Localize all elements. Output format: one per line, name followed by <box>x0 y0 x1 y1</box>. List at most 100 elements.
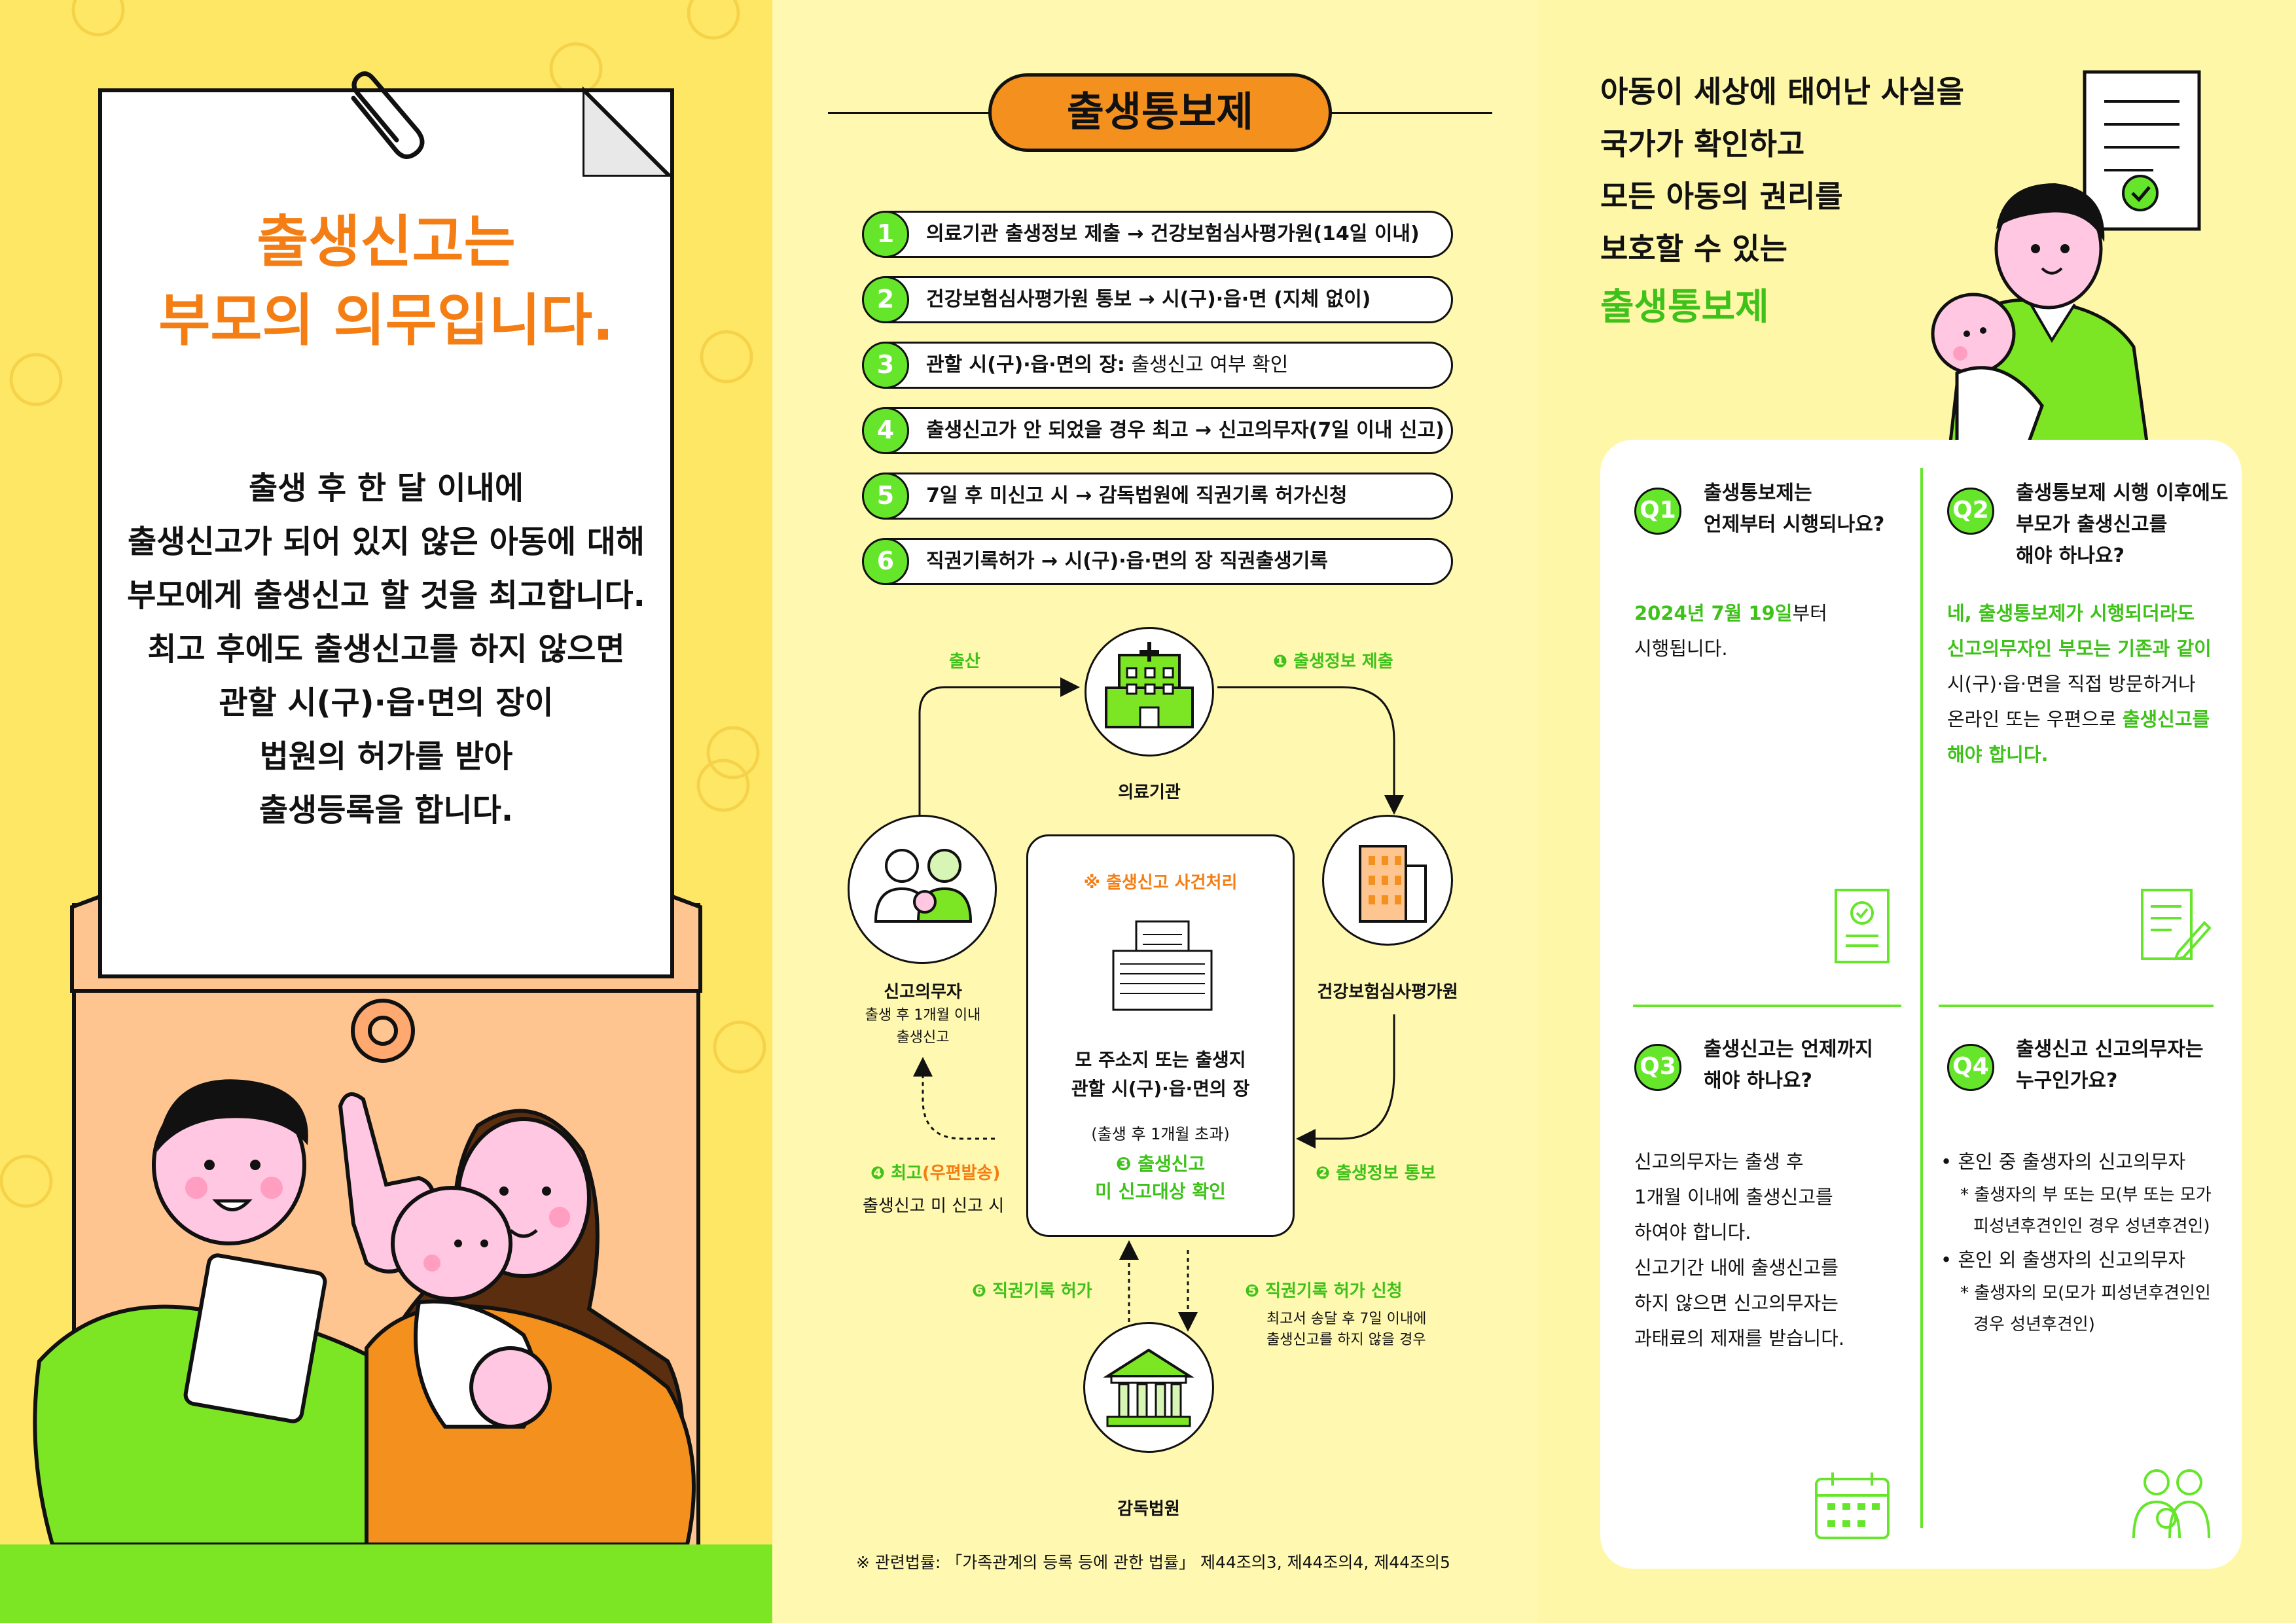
center-step-line: ❸ 출생신고 <box>1115 1153 1206 1175</box>
q4-bullet-sub: 경우 성년후견인) <box>1973 1315 2095 1334</box>
document-sign-icon <box>2141 889 2211 961</box>
left-body-line: 출생신고가 되어 있지 않은 아동에 대해 <box>127 524 645 560</box>
q3-badge: Q3 <box>1634 1044 1681 1091</box>
flow-label-5-sub-line: 최고서 송달 후 7일 이내에 <box>1266 1311 1427 1327</box>
flow-label-2: ❷ 출생정보 통보 <box>1316 1164 1436 1183</box>
q4-question: 출생신고 신고의무자는 누구인가요? <box>2016 1034 2203 1097</box>
family-icon <box>874 849 973 923</box>
step-text-bold: 관할 시(구)·읍·면의 장: <box>926 353 1125 376</box>
paper-fold-corner <box>583 86 673 177</box>
center-authority: 모 주소지 또는 출생지 관할 시(구)·읍·면의 장 <box>1028 1046 1293 1103</box>
q2-question: 출생통보제 시행 이후에도 부모가 출생신고를 해야 하나요? <box>2016 478 2229 572</box>
q2-question-line: 부모가 출생신고를 <box>2016 513 2168 536</box>
q4-bullet-sub: * 출생자의 모(모가 피성년후견인인 <box>1960 1283 2211 1303</box>
flow-arrows <box>913 677 1404 1332</box>
qa-divider-horizontal <box>1633 1005 1901 1007</box>
q4-bullet: • 혼인 중 출생자의 신고의무자 <box>1941 1150 2186 1173</box>
step-text: 건강보험심사평가원 통보 → 시(구)·읍·면 (지체 없이) <box>926 288 1371 311</box>
step-number: 4 <box>862 407 909 454</box>
q2-answer-line: 신고의무자인 부모는 기존과 같이 <box>1947 637 2212 660</box>
flow-label-6: ❻ 직권기록 허가 <box>972 1281 1092 1301</box>
step-row-3: 3 관할 시(구)·읍·면의 장: 출생신고 여부 확인 <box>862 342 1453 389</box>
parent-with-document-illustration <box>1931 70 2201 442</box>
intro-highlight: 출생통보제 <box>1600 286 1769 329</box>
center-line: 모 주소지 또는 출생지 <box>1075 1049 1246 1071</box>
qa-divider-horizontal <box>1939 1005 2214 1007</box>
center-line: 관할 시(구)·읍·면의 장 <box>1071 1078 1250 1099</box>
step-text-normal: 출생신고 여부 확인 <box>1124 353 1289 376</box>
right-intro: 아동이 세상에 태어난 사실을 국가가 확인하고 모든 아동의 권리를 보호할 … <box>1600 65 1964 340</box>
court-circle <box>1083 1322 1214 1453</box>
step-number: 5 <box>862 473 909 520</box>
note-paper <box>98 88 674 978</box>
q1-answer: 2024년 7월 19일부터 시행됩니다. <box>1634 596 1827 666</box>
q3-answer: 신고의무자는 출생 후 1개월 이내에 출생신고를 하여야 합니다. 신고기간 … <box>1634 1144 1844 1356</box>
q2-answer-highlight: 출생신고를 <box>2122 708 2210 730</box>
flow-label-4-sub: 출생신고 미 신고 시 <box>863 1196 1005 1216</box>
certificate-icon <box>1835 889 1890 963</box>
hospital-icon <box>1105 642 1194 728</box>
q2-answer-line: 시(구)·읍·면을 직접 방문하거나 <box>1947 673 2196 695</box>
q3-answer-line: 하여야 합니다. <box>1634 1221 1751 1243</box>
q1-question-line: 출생통보제는 <box>1704 482 1812 505</box>
hospital-label: 의료기관 <box>1118 783 1181 802</box>
intro-line: 보호할 수 있는 <box>1600 231 1787 266</box>
reporter-sub-line: 출생 후 1개월 이내 <box>865 1007 981 1024</box>
q1-answer-text: 부터 <box>1792 602 1827 624</box>
step-text: 의료기관 출생정보 제출 → 건강보험심사평가원(14일 이내) <box>926 223 1420 245</box>
q4-bullet-sub: 피성년후견인인 경우 성년후견인) <box>1973 1217 2210 1236</box>
q3-answer-line: 신고기간 내에 출생신고를 <box>1634 1257 1839 1279</box>
q2-question-line: 해야 하나요? <box>2016 544 2125 567</box>
family-illustration <box>0 1079 772 1623</box>
q2-badge: Q2 <box>1947 488 1994 535</box>
hospital-circle <box>1085 627 1214 757</box>
step-text: 직권기록허가 → 시(구)·읍·면의 장 직권출생기록 <box>926 550 1328 573</box>
q2-answer-line: 해야 합니다. <box>1947 743 2049 766</box>
q4-bullet: • 혼인 외 출생자의 신고의무자 <box>1941 1249 2186 1271</box>
q4-answer: • 혼인 중 출생자의 신고의무자 * 출생자의 부 또는 모(부 또는 모가 … <box>1941 1144 2212 1340</box>
family-outline-icon <box>2132 1469 2210 1539</box>
calendar-icon <box>1815 1472 1890 1539</box>
step-text: 관할 시(구)·읍·면의 장: 출생신고 여부 확인 <box>926 344 1288 387</box>
left-body-line: 출생등록을 합니다. <box>259 792 514 829</box>
intro-line: 아동이 세상에 태어난 사실을 <box>1600 74 1964 109</box>
q2-answer-text: 온라인 또는 우편으로 <box>1947 708 2123 730</box>
footnote: ※ 관련법률: 「가족관계의 등록 등에 관한 법률」 제44조의3, 제44조… <box>856 1553 1450 1572</box>
left-panel: 출생신고는 부모의 의무입니다. 출생 후 한 달 이내에 출생신고가 되어 있… <box>0 0 772 1623</box>
left-body-line: 법원의 허가를 받아 <box>259 738 513 775</box>
flow-label-4-main: ❹ 최고 <box>870 1164 922 1183</box>
q4-question-line: 누구인가요? <box>2016 1069 2118 1092</box>
flow-label-4-highlight: (우편발송) <box>922 1164 1001 1183</box>
left-body-line: 출생 후 한 달 이내에 <box>248 470 524 507</box>
q3-question: 출생신고는 언제까지 해야 하나요? <box>1704 1034 1873 1097</box>
step-text: 출생신고가 안 되었을 경우 최고 → 신고의무자(7일 이내 신고) <box>926 419 1444 442</box>
q4-bullet-sub: * 출생자의 부 또는 모(부 또는 모가 <box>1960 1185 2212 1205</box>
mid-title: 출생통보제 <box>988 73 1332 152</box>
envelope-button-icon <box>351 999 415 1063</box>
left-body-line: 관할 시(구)·읍·면의 장이 <box>219 685 554 721</box>
step-text: 7일 후 미신고 시 → 감독법원에 직권기록 허가신청 <box>926 484 1348 507</box>
q3-answer-line: 신고의무자는 출생 후 <box>1634 1150 1804 1173</box>
q2-answer-line: 네, 출생통보제가 시행되더라도 <box>1947 602 2195 624</box>
center-title: ※ 출생신고 사건처리 <box>1083 873 1238 893</box>
step-row-6: 6 직권기록허가 → 시(구)·읍·면의 장 직권출생기록 <box>862 538 1453 585</box>
step-row-4: 4 출생신고가 안 되었을 경우 최고 → 신고의무자(7일 이내 신고) <box>862 407 1453 454</box>
building-icon <box>1359 845 1427 923</box>
q3-answer-line: 1개월 이내에 출생신고를 <box>1634 1186 1833 1208</box>
qa-divider-vertical <box>1920 468 1923 1528</box>
q1-badge: Q1 <box>1634 488 1681 535</box>
q1-question: 출생통보제는 언제부터 시행되나요? <box>1704 478 1884 541</box>
center-step-line: 미 신고대상 확인 <box>1095 1181 1226 1202</box>
flow-label-5-sub-line: 출생신고를 하지 않을 경우 <box>1266 1332 1426 1348</box>
step-row-1: 1 의료기관 출생정보 제출 → 건강보험심사평가원(14일 이내) <box>862 211 1453 258</box>
birth-label: 출산 <box>949 652 980 671</box>
left-headline-1: 출생신고는 <box>257 209 516 275</box>
q1-answer-line: 시행됩니다. <box>1634 637 1728 660</box>
flow-label-5: ❺ 직권기록 허가 신청 <box>1245 1281 1403 1301</box>
q1-answer-highlight: 2024년 7월 19일 <box>1634 602 1793 624</box>
step-number: 2 <box>862 276 909 323</box>
step-number: 6 <box>862 538 909 585</box>
q3-question-line: 출생신고는 언제까지 <box>1704 1038 1873 1061</box>
q3-answer-line: 과태료의 제재를 받습니다. <box>1634 1327 1845 1349</box>
q4-badge: Q4 <box>1947 1044 1994 1091</box>
